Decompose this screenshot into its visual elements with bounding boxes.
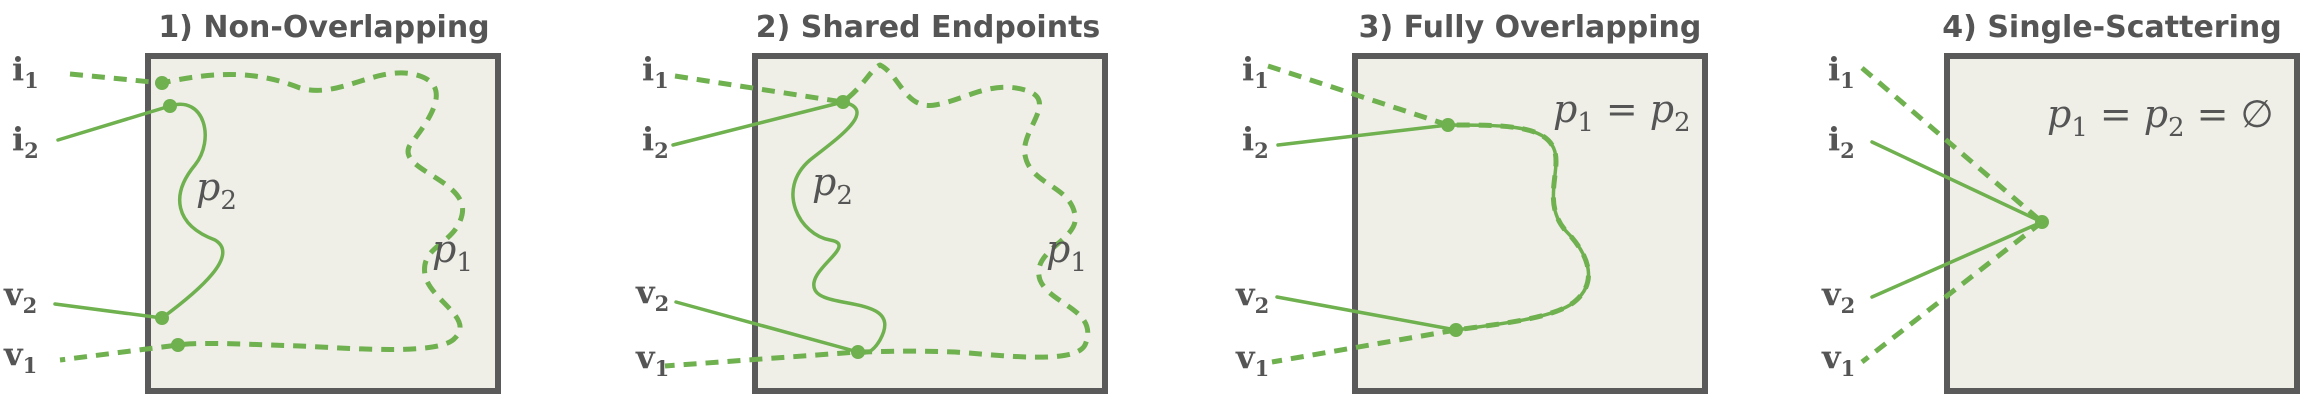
- label-v2: v2: [635, 273, 669, 316]
- vertex-dot: [155, 76, 169, 90]
- label-i2: i2: [642, 120, 669, 163]
- vertex-dot: [836, 95, 850, 109]
- label-i1: i1: [642, 50, 669, 93]
- panel-title: 4) Single-Scattering: [1942, 10, 2281, 45]
- vertex-dot: [1441, 118, 1455, 132]
- label-i2: i2: [12, 120, 39, 163]
- panel-title: 1) Non-Overlapping: [158, 10, 489, 45]
- label-i1: i1: [1828, 50, 1855, 93]
- path-p1-out: [1860, 220, 2044, 364]
- path-v2-ray: [674, 300, 860, 354]
- panel-title: 2) Shared Endpoints: [756, 10, 1101, 45]
- label-v2: v2: [1235, 275, 1269, 318]
- label-v1: v1: [1235, 338, 1269, 381]
- vertex-dot: [171, 338, 185, 352]
- equation-p1-equals-p2-empty: p1=p2=∅: [2047, 92, 2274, 143]
- path-p1: [1267, 63, 1591, 365]
- path-label-p1: p1: [1046, 227, 1087, 278]
- label-i2: i2: [1242, 120, 1269, 163]
- label-v2: v2: [1821, 275, 1855, 318]
- path-p1-in: [1860, 66, 2044, 224]
- scene-box: [752, 53, 1108, 394]
- path-label-p1: p1: [432, 227, 473, 278]
- scene-box: [1352, 53, 1708, 394]
- label-i1: i1: [12, 50, 39, 93]
- path-p2-in: [1870, 140, 2044, 224]
- vertex-dot: [2035, 215, 2049, 229]
- path-p2-out: [1870, 220, 2044, 299]
- path-p2: [671, 100, 887, 355]
- vertex-dot: [1449, 323, 1463, 337]
- path-p2: [53, 102, 225, 320]
- panel-shared-endpoints: 2) Shared Endpoints i1 i2 v2 v1 p2 p1: [635, 10, 1108, 394]
- label-i1: i1: [1242, 50, 1269, 93]
- panel-fully-overlapping: 3) Fully Overlapping i1 i2 v2 v1 p1=p2: [1235, 10, 1708, 394]
- path-p1: [664, 62, 1091, 369]
- equation-p1-equals-p2: p1=p2: [1553, 87, 1691, 138]
- label-v2: v2: [3, 275, 37, 318]
- vertex-dot: [155, 311, 169, 325]
- panel-title: 3) Fully Overlapping: [1359, 10, 1702, 45]
- path-p1: [59, 70, 465, 363]
- label-v1: v1: [1821, 338, 1855, 381]
- path-label-p2: p2: [812, 160, 853, 211]
- scene-box: [1944, 53, 2300, 394]
- label-v1: v1: [635, 338, 669, 381]
- panel-non-overlapping: 1) Non-Overlapping i1 i2 v2 v1 p2 p1: [3, 10, 501, 394]
- label-v1: v1: [3, 335, 37, 378]
- panel-single-scattering: 4) Single-Scattering i1 i2 v2 v1 p1=p2=∅: [1821, 10, 2300, 394]
- path-label-p2: p2: [196, 165, 237, 216]
- vertex-dot: [163, 99, 177, 113]
- scene-box: [145, 53, 501, 394]
- label-i2: i2: [1828, 120, 1855, 163]
